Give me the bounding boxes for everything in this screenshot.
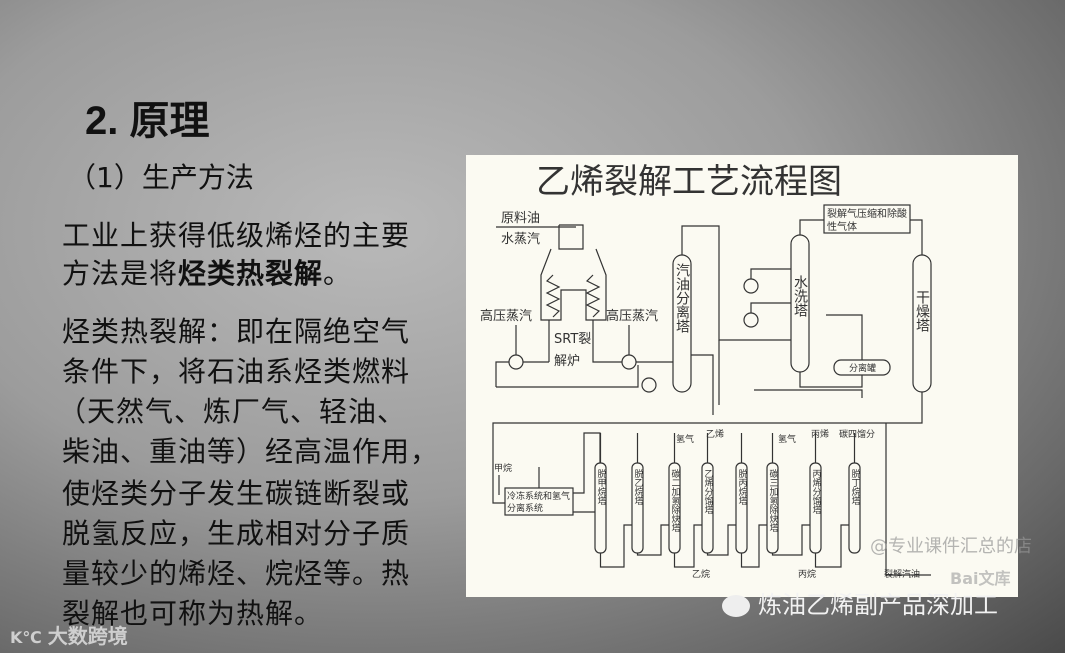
diagram-title: 乙烯裂解工艺流程图	[536, 162, 842, 202]
pipe	[673, 524, 702, 568]
paragraph-line: 使烃类分子发生碳链断裂或	[62, 477, 411, 510]
label-gasoline-fractionator: 汽油分离塔	[674, 263, 690, 333]
label-compression: 裂解气压缩和除酸	[827, 207, 907, 220]
label-dryer: 干燥塔	[914, 290, 930, 332]
shop-watermark: @专业课件汇总的店	[870, 536, 1032, 557]
pipe	[599, 524, 632, 568]
pipe	[740, 524, 767, 568]
paragraph-line: 量较少的烯烃、烷烃等。热	[62, 557, 411, 590]
label-top-product: 氢气	[778, 433, 796, 445]
slide-subtitle: （1）生产方法	[68, 161, 254, 194]
label-furnace: SRT裂	[554, 332, 591, 347]
label-furnace: 解炉	[554, 354, 580, 369]
label-column: 乙烯分馏塔	[703, 469, 714, 515]
label-bottom-product: 裂解汽油	[884, 568, 920, 580]
label-bottom-product: 乙烷	[692, 568, 710, 580]
box-compression	[823, 204, 911, 234]
label-top-product: 碳四馏分	[839, 428, 875, 440]
pipe	[814, 524, 849, 568]
wechat-icon	[722, 595, 750, 617]
pipe	[706, 524, 736, 556]
label-hp-steam-left: 高压蒸汽	[480, 308, 532, 324]
label-chilling: 分离系统	[507, 502, 543, 514]
paragraph-line: 方法是将烃类热裂解。	[62, 257, 353, 290]
paragraph-line: 脱氢反应，生成相对分子质	[62, 517, 411, 550]
emphasis-text: 烃类热裂解	[178, 257, 324, 290]
paragraph-line: 烃类热裂解：即在隔绝空气	[62, 315, 411, 348]
label-bottom-product: 丙烷	[798, 568, 816, 580]
label-top-product: 乙烯	[706, 428, 724, 440]
label-column: 碳三加氢除炔塔	[768, 468, 779, 533]
logo-mark-icon: K℃	[10, 628, 42, 647]
label-column: 脱丙烷塔	[737, 468, 748, 506]
paragraph-line: 裂解也可称为热解。	[62, 597, 324, 630]
label-column: 丙烯分馏塔	[811, 469, 822, 515]
label-hp-steam-right: 高压蒸汽	[606, 308, 658, 324]
label-column: 脱甲烷塔	[596, 468, 607, 506]
label-separator: 分离罐	[849, 362, 876, 374]
label-column: 脱乙烷塔	[633, 468, 644, 506]
label-methane: 甲烷	[494, 462, 512, 474]
wechat-account-label: 炼油乙烯副产品深加工	[722, 585, 998, 620]
cracking-furnace	[540, 224, 607, 321]
paragraph-line: 柴油、重油等）经高温作用，	[62, 435, 440, 468]
process-flow-diagram: 乙烯裂解工艺流程图 原料油 水蒸汽 高压蒸汽 高压蒸汽 SRT裂 解炉 汽油分离…	[466, 155, 1018, 597]
pipe	[771, 524, 810, 556]
label-feed-oil: 原料油	[501, 211, 540, 226]
paragraph-line: 条件下，将石油系烃类燃料	[62, 355, 411, 388]
baidu-watermark: Bai文库	[950, 569, 1011, 588]
label-compression: 性气体	[827, 220, 857, 233]
label-chilling: 冷冻系统和氢气	[507, 490, 570, 502]
paragraph-line: 工业上获得低级烯烃的主要	[62, 219, 411, 252]
label-column: 脱丁烷塔	[850, 468, 861, 506]
slide-title: 2. 原理	[85, 99, 210, 143]
label-water-wash: 水洗塔	[792, 275, 808, 317]
label-top-product: 丙烯	[811, 428, 829, 440]
label-column: 碳二加氢除炔塔	[670, 468, 681, 533]
pipe	[636, 524, 669, 556]
label-steam: 水蒸汽	[501, 232, 540, 247]
label-top-product: 氢气	[676, 433, 694, 445]
paragraph-line: （天然气、炼厂气、轻油、	[58, 395, 407, 428]
